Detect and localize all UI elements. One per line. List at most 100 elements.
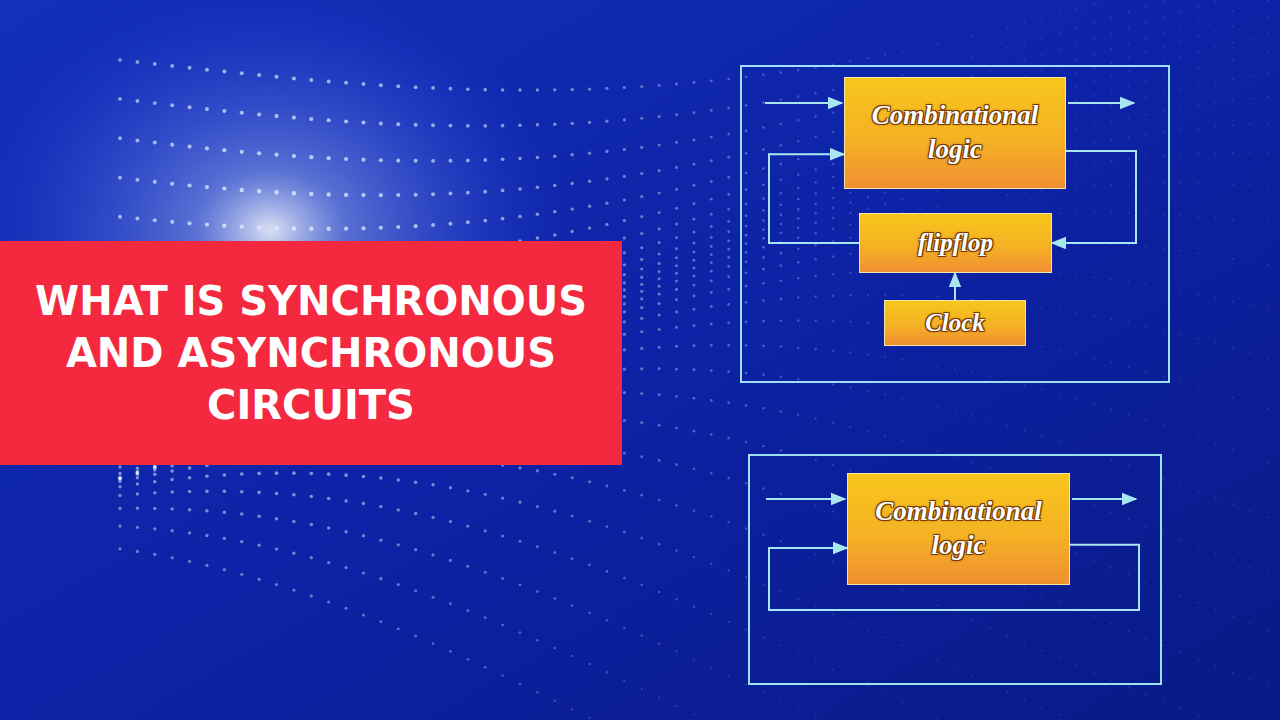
- wave-dot: [710, 159, 713, 162]
- wave-dot: [780, 279, 783, 282]
- wave-dot: [623, 198, 626, 201]
- wave-dot: [1145, 325, 1147, 327]
- wave-dot: [1041, 593, 1043, 595]
- wave-dot: [780, 163, 783, 166]
- wave-dot: [832, 561, 834, 563]
- wave-dot: [118, 136, 122, 140]
- wave-dot: [344, 566, 347, 569]
- wave-dot: [1093, 53, 1095, 55]
- wave-dot: [1128, 57, 1130, 59]
- wave-dot: [1076, 59, 1078, 61]
- wave-dot: [501, 157, 505, 161]
- wave-dot: [1093, 109, 1095, 111]
- wave-dot: [449, 602, 452, 605]
- wave-dot: [832, 422, 834, 424]
- wave-dot: [658, 543, 661, 546]
- wave-dot: [1232, 42, 1234, 44]
- wave-dot: [762, 487, 764, 489]
- wave-dot: [745, 576, 747, 578]
- wave-dot: [431, 192, 435, 196]
- wave-dot: [936, 43, 938, 45]
- wave-dot: [954, 368, 956, 370]
- wave-dot: [1041, 54, 1043, 56]
- wave-dot: [623, 175, 626, 178]
- wave-dot: [623, 577, 626, 580]
- wave-dot: [1180, 250, 1182, 252]
- wave-dot: [832, 207, 834, 209]
- wave-dot: [640, 290, 643, 293]
- wave-dot: [1076, 27, 1078, 29]
- wave-dot: [658, 367, 661, 370]
- wave-dot: [762, 583, 764, 585]
- wave-dot: [223, 568, 226, 571]
- wave-dot: [989, 376, 991, 378]
- wave-dot: [1058, 441, 1060, 443]
- wave-dot: [1249, 5, 1251, 7]
- wave-dot: [1110, 184, 1112, 186]
- wave-dot: [570, 122, 573, 125]
- wave-dot: [658, 115, 661, 118]
- wave-dot: [815, 606, 817, 608]
- wave-dot: [727, 230, 730, 233]
- wave-dot: [275, 547, 278, 550]
- wave-dot: [692, 218, 695, 221]
- wave-dot: [588, 87, 591, 90]
- wave-dot: [501, 674, 504, 677]
- wave-dot: [675, 504, 678, 507]
- wave-dot: [814, 136, 816, 138]
- wave-dot: [727, 437, 730, 440]
- wave-dot: [971, 199, 973, 201]
- wave-dot: [414, 193, 418, 197]
- wave-dot: [379, 476, 383, 480]
- wave-dot: [640, 392, 643, 395]
- wave-dot: [292, 520, 295, 523]
- wave-dot: [658, 211, 661, 214]
- wave-dot: [310, 556, 313, 559]
- wave-dot: [815, 554, 817, 556]
- wave-dot: [640, 215, 643, 218]
- wave-dot: [1249, 75, 1251, 77]
- wave-dot: [658, 293, 661, 296]
- wave-dot: [849, 237, 851, 239]
- wave-dot: [136, 482, 139, 485]
- wave-dot: [327, 118, 331, 122]
- wave-dot: [745, 260, 748, 263]
- wave-dot: [136, 507, 139, 510]
- wave-dot: [326, 227, 330, 231]
- wave-dot: [745, 527, 747, 529]
- wave-dot: [1110, 212, 1112, 214]
- wave-dot: [414, 224, 418, 228]
- wave-dot: [1128, 183, 1130, 185]
- wave-dot: [1076, 212, 1078, 214]
- sync-frame: [741, 66, 1169, 382]
- wave-dot: [536, 88, 539, 91]
- wave-dot: [745, 251, 748, 254]
- wave-dot: [327, 156, 331, 160]
- wave-dot: [414, 512, 417, 515]
- wave-dot: [118, 485, 121, 488]
- wave-dot: [693, 606, 695, 608]
- wave-dot: [223, 489, 227, 493]
- wave-dot: [989, 627, 991, 629]
- wave-dot: [727, 344, 730, 347]
- wave-dot: [710, 253, 713, 256]
- wave-dot: [849, 426, 851, 428]
- wave-dot: [1145, 22, 1147, 24]
- wave-dot: [640, 330, 643, 333]
- wave-dot: [884, 54, 886, 56]
- wave-dot: [1197, 51, 1199, 53]
- wave-dot: [205, 509, 208, 512]
- wave-dot: [362, 82, 366, 86]
- wave-dot: [692, 184, 695, 187]
- wave-dot: [135, 139, 139, 143]
- wave-dot: [971, 56, 973, 58]
- wave-dot: [605, 177, 608, 180]
- wave-dot: [1058, 273, 1060, 275]
- wave-dot: [1197, 338, 1199, 340]
- wave-dot: [1023, 192, 1025, 194]
- wave-dot: [449, 486, 452, 489]
- wave-dot: [710, 109, 713, 112]
- wave-dot: [483, 124, 487, 128]
- wave-dot: [257, 225, 262, 230]
- wave-dot: [797, 708, 799, 710]
